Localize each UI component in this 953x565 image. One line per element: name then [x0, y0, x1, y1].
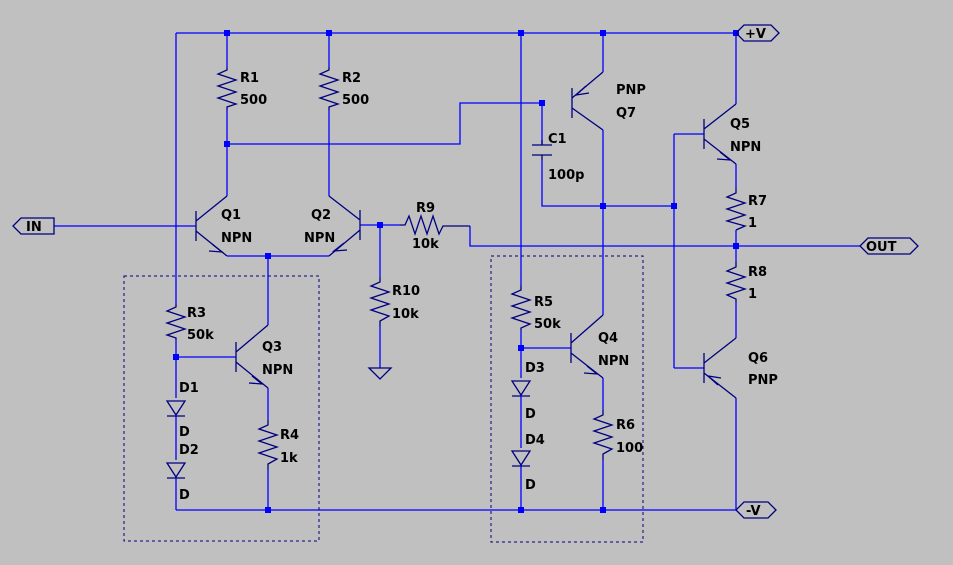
d3-value: D: [525, 407, 536, 422]
d2-name: D2: [179, 443, 199, 458]
r8-name: R8: [748, 265, 767, 280]
resistor-r7[interactable]: R7 1: [724, 188, 767, 231]
r4-name: R4: [280, 428, 299, 443]
transistor-q7[interactable]: PNP Q7: [571, 71, 646, 131]
junctions: [173, 30, 739, 513]
current-source-box-right: [490, 255, 644, 543]
junction-dot: [518, 345, 524, 351]
q2-name: Q2: [311, 208, 331, 223]
transistor-q3[interactable]: Q3 NPN: [235, 324, 293, 389]
d2-value: D: [179, 488, 190, 503]
junction-dot: [518, 30, 524, 36]
wire-r1-node-to-q7[interactable]: [227, 102, 542, 145]
junction-dot: [224, 141, 230, 147]
r3-name: R3: [187, 306, 206, 321]
junction-dot: [224, 30, 230, 36]
r2-name: R2: [342, 71, 361, 86]
resistor-r10[interactable]: R10 10k: [368, 277, 420, 327]
resistor-r2[interactable]: R2 500: [317, 67, 369, 110]
diode-d2[interactable]: D2 D: [165, 443, 199, 503]
r5-value: 50k: [534, 317, 561, 332]
capacitor-c1[interactable]: C1 100p: [532, 132, 584, 183]
r6-value: 100: [616, 441, 643, 456]
d3-name: D3: [525, 361, 545, 376]
r9-value: 10k: [412, 237, 439, 252]
resistor-r4[interactable]: R4 1k: [256, 420, 299, 470]
q4-name: Q4: [598, 331, 618, 346]
junction-dot: [265, 507, 271, 513]
junction-dot: [600, 203, 606, 209]
junction-dot: [733, 243, 739, 249]
r3-value: 50k: [187, 328, 214, 343]
current-source-box-left: [123, 275, 320, 542]
d4-name: D4: [525, 433, 545, 448]
port-vplus-label: +V: [745, 27, 766, 42]
q5-name: Q5: [730, 117, 750, 132]
r10-name: R10: [392, 284, 420, 299]
junction-dot: [600, 30, 606, 36]
r2-value: 500: [342, 93, 369, 108]
r1-name: R1: [240, 71, 259, 86]
port-in-label: IN: [26, 220, 42, 235]
transistor-q6[interactable]: Q6 PNP: [703, 337, 778, 399]
junction-dot: [671, 203, 677, 209]
r7-value: 1: [748, 216, 757, 231]
c1-name: C1: [548, 132, 567, 147]
transistor-q4[interactable]: Q4 NPN: [570, 314, 629, 379]
q3-type: NPN: [262, 363, 293, 378]
q6-name: Q6: [748, 351, 768, 366]
d1-name: D1: [179, 381, 199, 396]
r7-name: R7: [748, 194, 767, 209]
port-in[interactable]: IN: [12, 217, 55, 235]
transistor-q1[interactable]: Q1 NPN: [195, 195, 252, 257]
r4-value: 1k: [280, 451, 298, 466]
transistor-q5[interactable]: Q5 NPN: [703, 103, 761, 165]
q1-name: Q1: [221, 208, 241, 223]
port-vplus[interactable]: +V: [735, 24, 780, 42]
diode-d4[interactable]: D4 D: [510, 433, 545, 493]
wire-c1-bottom[interactable]: [541, 160, 674, 207]
port-vminus-label: -V: [746, 504, 761, 519]
wires: [54, 32, 860, 511]
d4-value: D: [525, 478, 536, 493]
ground-icon: [367, 367, 393, 380]
q5-type: NPN: [730, 140, 761, 155]
resistor-r1[interactable]: R1 500: [215, 67, 267, 110]
diode-d3[interactable]: D3 D: [510, 361, 545, 422]
q7-name: Q7: [616, 106, 636, 121]
resistor-r3[interactable]: R3 50k: [164, 304, 214, 343]
resistor-r8[interactable]: R8 1: [724, 262, 767, 302]
q4-type: NPN: [598, 354, 629, 369]
r5-name: R5: [534, 295, 553, 310]
port-vminus[interactable]: -V: [735, 501, 777, 519]
q7-type: PNP: [616, 83, 646, 98]
c1-value: 100p: [548, 168, 584, 183]
junction-dot: [600, 507, 606, 513]
q2-type: NPN: [304, 231, 335, 246]
port-out[interactable]: OUT: [859, 237, 919, 255]
resistor-r9[interactable]: R9 10k: [400, 201, 470, 252]
transistor-q2[interactable]: Q2 NPN: [304, 195, 361, 257]
resistor-r6[interactable]: R6 100: [591, 410, 643, 460]
q3-name: Q3: [262, 340, 282, 355]
resistor-r5[interactable]: R5 50k: [509, 285, 561, 332]
r1-value: 500: [240, 93, 267, 108]
q6-type: PNP: [748, 373, 778, 388]
diode-d1[interactable]: D1 D: [165, 381, 199, 440]
junction-dot: [265, 253, 271, 259]
r10-value: 10k: [392, 307, 419, 322]
wire-r9-out[interactable]: [469, 226, 860, 247]
r6-name: R6: [616, 418, 635, 433]
d1-value: D: [179, 425, 190, 440]
junction-dot: [518, 507, 524, 513]
port-out-label: OUT: [866, 240, 897, 255]
junction-dot: [539, 100, 545, 106]
junction-dot: [326, 30, 332, 36]
junction-dot: [173, 354, 179, 360]
junction-dot: [377, 222, 383, 228]
q1-type: NPN: [221, 231, 252, 246]
r9-name: R9: [416, 201, 435, 216]
r8-value: 1: [748, 287, 757, 302]
